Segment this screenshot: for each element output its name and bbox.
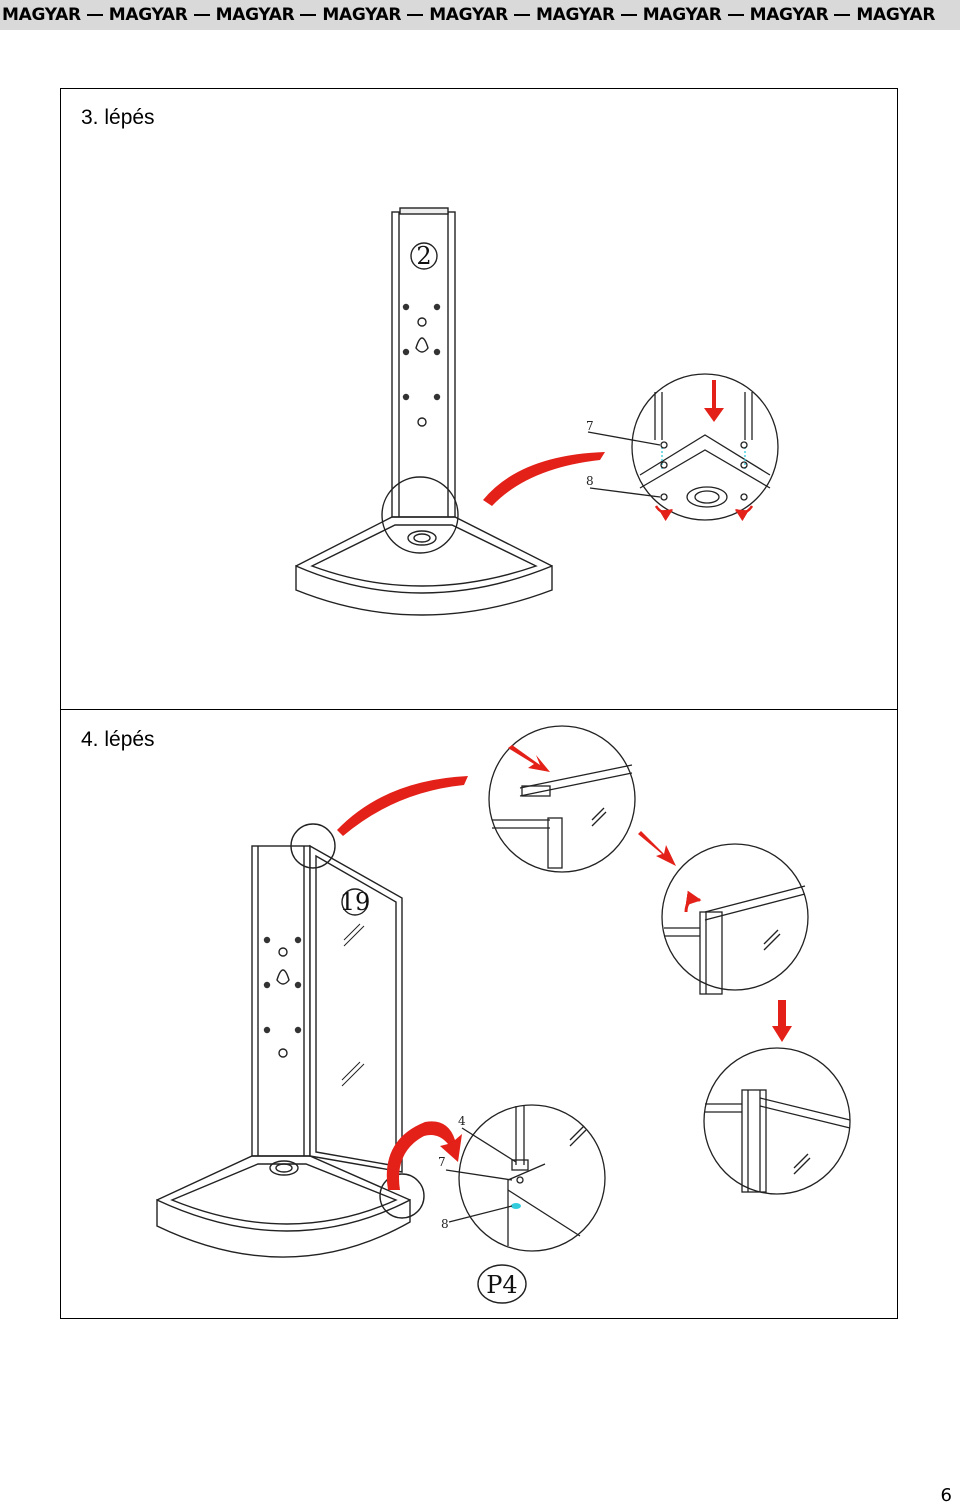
header-language-label: MAGYAR (535, 5, 615, 25)
zoom-detail-top (488, 725, 636, 873)
rotate-arrow-icon (734, 505, 754, 522)
rotate-arrow-icon (654, 505, 674, 522)
zoom-detail-corner (445, 1104, 606, 1252)
down-arrow-icon (772, 1000, 792, 1042)
callout-7: 7 (438, 1155, 446, 1169)
column-panel (391, 207, 456, 518)
header-separator (300, 14, 317, 16)
rotate-arrow-icon (684, 890, 702, 913)
header-separator (620, 14, 637, 16)
header-language-label: MAGYAR (108, 5, 188, 25)
callout-4: 4 (458, 1114, 466, 1128)
callout-8: 8 (441, 1217, 449, 1231)
header-language-label: MAGYAR (215, 5, 295, 25)
callout-7: 7 (586, 419, 594, 433)
knob-icon (417, 417, 427, 427)
zoom-detail-bottom (703, 1047, 851, 1195)
step-3-zoom-detail (587, 373, 779, 521)
page-header: MAGYAR MAGYAR MAGYAR MAGYAR MAGYAR MAGYAR MAGY… (0, 0, 960, 30)
zoom-detail-middle (661, 843, 809, 995)
step-4-drawing (156, 823, 425, 1258)
curved-red-arrow (386, 1121, 462, 1190)
header-separator (513, 14, 530, 16)
step-3-drawing (295, 207, 553, 616)
red-pointer-icon (508, 745, 550, 772)
red-pointer-arrow (483, 452, 605, 506)
panel-label-2: 2 (416, 242, 431, 270)
header-language-label: MAGYAR (2, 5, 81, 25)
header-separator (407, 14, 424, 16)
knob-icon (417, 317, 427, 327)
panel-label-19: 19 (340, 888, 371, 916)
shower-head-icon (415, 337, 429, 353)
red-pointer-arrow (337, 776, 468, 836)
header-language-label: MAGYAR (322, 5, 402, 25)
callout-8: 8 (586, 474, 594, 488)
detail-circle (381, 476, 459, 554)
shower-tray (295, 516, 553, 616)
header-language-label: MAGYAR (749, 5, 829, 25)
header-separator (727, 14, 744, 16)
down-arrow-icon (704, 380, 724, 422)
step-4-title: 4. lépés (81, 728, 155, 751)
header-language-label: MAGYAR (856, 5, 936, 25)
header-separator (834, 14, 851, 16)
header-language-label: MAGYAR (429, 5, 508, 25)
header-separator (86, 14, 103, 16)
page-number: 6 (940, 1485, 952, 1506)
step-divider (60, 709, 898, 710)
header-separator (193, 14, 210, 16)
figure-badge (477, 1264, 527, 1304)
step-3-title: 3. lépés (81, 106, 155, 129)
header-language-label: MAGYAR (642, 5, 722, 25)
massage-jet-icons (402, 303, 441, 401)
figure-id: P4 (486, 1271, 517, 1299)
instructions-frame (60, 88, 898, 1319)
red-pointer-icon (638, 831, 676, 866)
